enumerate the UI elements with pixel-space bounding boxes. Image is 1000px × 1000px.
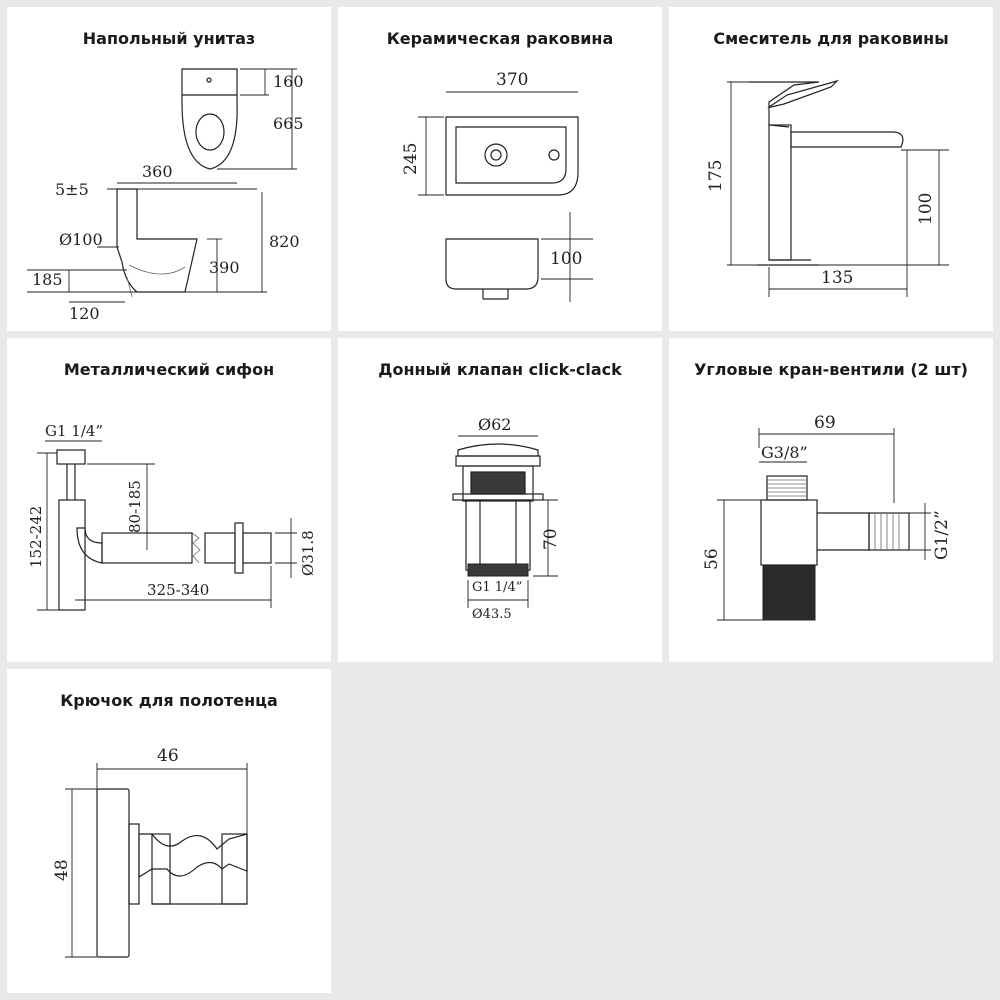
dim-seat-height: 390 — [209, 258, 240, 277]
hook-body — [96, 788, 248, 958]
hook-diagram: 46 48 — [52, 746, 248, 958]
panel-metal-siphon: Металлический сифон G1 1/4” 152-242 80-1… — [7, 338, 331, 662]
dim-height: 56 — [702, 548, 722, 570]
faucet-diagram: 175 100 135 — [706, 79, 949, 297]
dim-height: 100 — [550, 249, 582, 269]
dim-height: 48 — [52, 859, 72, 881]
valve-body — [760, 475, 910, 621]
panel-basin-faucet: Смеситель для раковины 175 100 135 — [669, 7, 993, 331]
dim-top-height: 665 — [273, 114, 304, 133]
dim-top-depth: 160 — [273, 72, 304, 91]
faucet-side-view — [749, 79, 904, 266]
valve-handle — [762, 564, 816, 621]
panel-title: Крючок для полотенца — [60, 691, 278, 710]
sink-diagram: 370 245 100 — [401, 70, 593, 302]
panel-title: Керамическая раковина — [386, 29, 614, 48]
dim-height: 175 — [706, 160, 726, 192]
dim-outlet: G1/2” — [932, 510, 952, 560]
toilet-side-view — [116, 188, 198, 298]
drain-body — [452, 443, 544, 577]
dim-length: 69 — [814, 413, 836, 433]
panel-title: Донный клапан click-clack — [378, 360, 622, 379]
dim-body: Ø43.5 — [472, 607, 512, 622]
dim-width: 370 — [496, 70, 528, 90]
dim-width: 360 — [142, 162, 173, 181]
dim-width: 46 — [157, 746, 179, 766]
panel-title: Угловые кран-вентили (2 шт) — [694, 360, 968, 379]
dim-length-range: 325-340 — [147, 581, 209, 599]
dim-outlet-offset: 120 — [69, 304, 100, 323]
panel-title: Металлический сифон — [63, 360, 275, 379]
drain-diagram: Ø62 70 G1 1/4” Ø43.5 — [452, 415, 561, 622]
panel-towel-hook: Крючок для полотенца 46 48 — [7, 669, 331, 993]
drain-thread-bottom — [467, 563, 529, 577]
dim-outlet: Ø100 — [59, 230, 103, 249]
valve-outlet-thread — [868, 512, 910, 551]
panel-floor-toilet: Напольный унитаз 160 665 360 5±5 Ø100 82… — [7, 7, 331, 331]
dim-inlet: G3/8” — [761, 443, 808, 462]
dim-reach: 135 — [821, 268, 853, 288]
sink-side-view — [445, 238, 539, 300]
siphon-diagram: G1 1/4” 152-242 80-185 325-340 Ø31.8 — [27, 422, 317, 611]
siphon-body — [56, 449, 272, 611]
valve-diagram: 69 G3/8” 56 G1/2” — [702, 413, 952, 621]
sink-top-view — [445, 116, 579, 196]
dim-drop-range: 80-185 — [126, 480, 144, 533]
dim-outlet: Ø31.8 — [299, 530, 317, 576]
panel-angle-valves: Угловые кран-вентили (2 шт) 69 G3/8” 56 … — [669, 338, 993, 662]
dim-gap: 5±5 — [55, 180, 89, 199]
dim-height: 820 — [269, 232, 300, 251]
dim-height-range: 152-242 — [27, 506, 45, 568]
dim-height: 70 — [541, 528, 561, 550]
dim-thread: G1 1/4” — [472, 580, 522, 595]
panel-click-clack-drain: Донный клапан click-clack Ø62 70 G1 1/4”… — [338, 338, 662, 662]
drain-thread-top — [470, 471, 526, 495]
dim-cap: Ø62 — [478, 415, 511, 434]
dim-outlet-height: 185 — [32, 270, 63, 289]
toilet-diagram: 160 665 360 5±5 Ø100 820 390 185 120 — [27, 68, 304, 323]
dim-depth: 245 — [401, 143, 421, 175]
toilet-top-view — [181, 68, 238, 170]
dim-thread: G1 1/4” — [45, 422, 103, 440]
panel-title: Напольный унитаз — [82, 29, 256, 48]
panel-ceramic-sink: Керамическая раковина 370 245 100 — [338, 7, 662, 331]
dim-spout-height: 100 — [916, 193, 936, 225]
panel-title: Смеситель для раковины — [713, 29, 949, 48]
